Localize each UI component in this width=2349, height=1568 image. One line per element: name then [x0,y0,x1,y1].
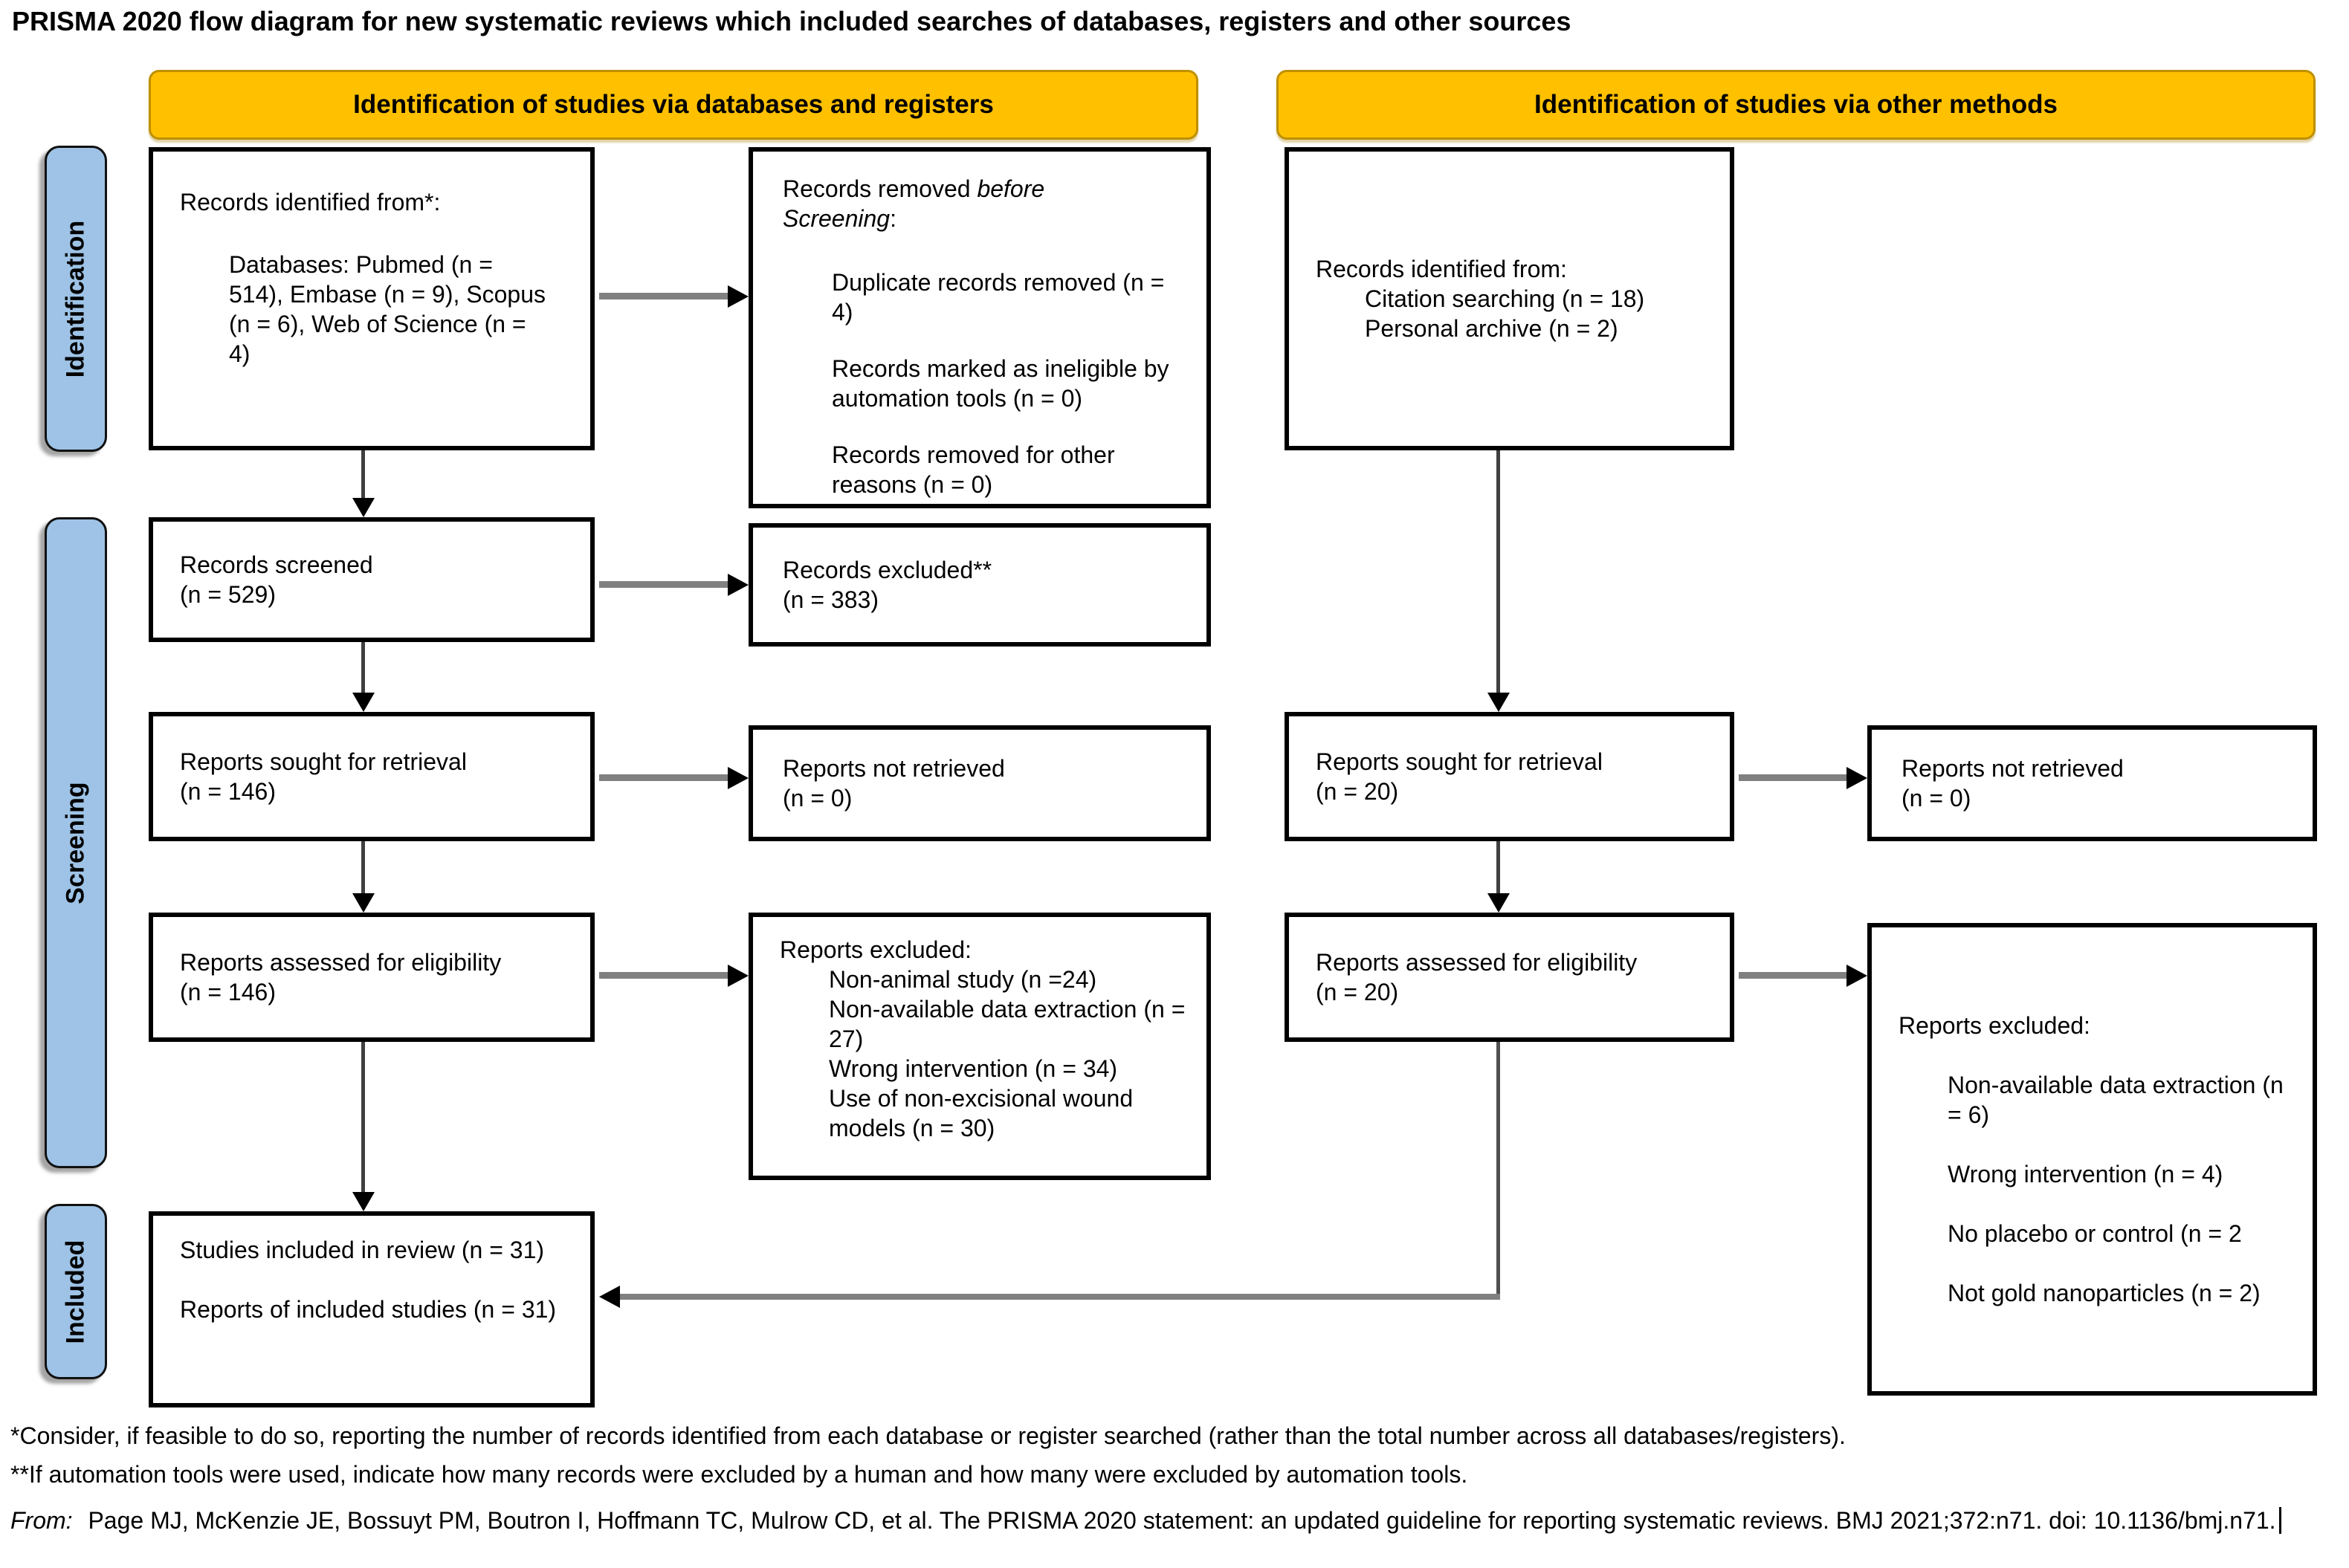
records-identified-other-title: Records identified from: [1316,256,1567,282]
studies-included-line: Studies included in review (n = 31) [180,1237,545,1263]
reports-excluded-db-item: Wrong intervention (n = 34) [829,1055,1118,1082]
box-records-identified-databases: Records identified from*: Databases: Pub… [149,147,595,450]
arrow-sought-to-not-retrieved-db [599,774,728,781]
box-reports-not-retrieved-databases: Reports not retrieved (n = 0) [749,725,1211,841]
arrow-assessed-to-included [361,1042,365,1192]
records-screened-line: (n = 529) [180,581,276,608]
stage-included: Included [45,1204,107,1379]
arrow-sought-to-assessed-other [1496,841,1500,893]
arrow-screened-to-excluded [599,581,728,588]
arrow-assessed-to-excluded-other [1739,972,1846,979]
reports-assessed-db-line: (n = 146) [180,979,276,1005]
footnote-double-asterisk: **If automation tools were used, indicat… [10,1461,1468,1488]
connector-arrowhead-left [599,1286,620,1308]
connector-other-to-included-horizontal [620,1294,1500,1300]
records-removed-title-italic1: before [977,175,1045,202]
box-reports-sought-databases: Reports sought for retrieval (n = 146) [149,712,595,841]
box-reports-assessed-other: Reports assessed for eligibility (n = 20… [1285,913,1734,1042]
reports-not-retrieved-other-line: (n = 0) [1902,785,1971,811]
records-removed-title: Records removed before Screening: [783,174,1181,233]
box-records-excluded: Records excluded** (n = 383) [749,523,1211,647]
reports-excluded-db-title: Reports excluded: [780,936,972,963]
records-removed-item: Records removed for other reasons (n = 0… [832,441,1115,498]
reports-excluded-other-item: Non-available data extraction (n = 6) [1948,1072,2284,1128]
records-excluded-line: (n = 383) [783,586,879,613]
page-title: PRISMA 2020 flow diagram for new systema… [12,6,1571,36]
citation-from-label: From: [10,1507,73,1534]
reports-excluded-db-item: Non-animal study (n =24) [829,966,1097,993]
reports-not-retrieved-db-line: (n = 0) [783,785,853,811]
arrow-identified-to-screened [361,450,365,498]
reports-sought-other-line: (n = 20) [1316,778,1399,805]
reports-sought-other-line: Reports sought for retrieval [1316,748,1603,775]
reports-excluded-other-item: Not gold nanoparticles (n = 2) [1948,1280,2261,1306]
records-removed-title-normal: Records removed [783,175,978,202]
reports-not-retrieved-db-line: Reports not retrieved [783,755,1005,782]
box-records-screened: Records screened (n = 529) [149,517,595,642]
reports-excluded-other-item: Wrong intervention (n = 4) [1948,1161,2223,1188]
reports-excluded-db-item: Use of non-excisional wound models (n = … [829,1085,1134,1141]
reports-excluded-other-title: Reports excluded: [1899,1012,2090,1039]
stage-included-label: Included [61,1240,90,1344]
footnote-asterisk: *Consider, if feasible to do so, reporti… [10,1422,1846,1449]
reports-sought-db-line: (n = 146) [180,778,276,805]
reports-assessed-other-line: (n = 20) [1316,979,1399,1005]
banner-databases-label: Identification of studies via databases … [353,90,994,119]
banner-databases-registers: Identification of studies via databases … [149,70,1198,140]
stage-identification-label: Identification [61,220,90,378]
records-identified-other-item: Citation searching (n = 18) [1365,285,1645,312]
stage-identification: Identification [45,146,107,452]
stage-screening-label: Screening [61,781,90,904]
box-reports-not-retrieved-other: Reports not retrieved (n = 0) [1867,725,2317,841]
arrow-sought-to-not-retrieved-other [1739,774,1846,781]
box-reports-sought-other: Reports sought for retrieval (n = 20) [1285,712,1734,841]
box-studies-included: Studies included in review (n = 31) Repo… [149,1211,595,1407]
studies-included-line: Reports of included studies (n = 31) [180,1296,557,1323]
box-reports-excluded-other: Reports excluded: Non-available data ext… [1867,923,2317,1396]
connector-other-to-included-vertical [1496,1042,1500,1297]
arrow-identified-other-to-sought [1496,450,1500,693]
reports-excluded-db-item: Non-available data extraction (n = 27) [829,996,1186,1052]
records-identified-db-title: Records identified from*: [180,189,441,216]
records-removed-item: Duplicate records removed (n = 4) [832,269,1165,325]
box-reports-excluded-databases: Reports excluded: Non-animal study (n =2… [749,913,1211,1180]
stage-screening: Screening [45,517,107,1168]
arrow-identified-to-removed [599,293,728,299]
records-removed-title-italic2: Screening [783,205,891,232]
banner-other-label: Identification of studies via other meth… [1534,90,2058,119]
citation-text: Page MJ, McKenzie JE, Bossuyt PM, Boutro… [81,1507,2276,1534]
arrow-sought-to-assessed-db [361,841,365,893]
reports-assessed-other-line: Reports assessed for eligibility [1316,949,1638,976]
records-screened-line: Records screened [180,551,373,578]
reports-sought-db-line: Reports sought for retrieval [180,748,467,775]
records-removed-item: Records marked as ineligible by automati… [832,355,1169,412]
box-reports-assessed-databases: Reports assessed for eligibility (n = 14… [149,913,595,1042]
reports-excluded-other-item: No placebo or control (n = 2 [1948,1220,2242,1247]
box-records-identified-other: Records identified from: Citation search… [1285,147,1734,450]
records-removed-title-colon: : [890,205,896,232]
citation: From: Page MJ, McKenzie JE, Bossuyt PM, … [10,1501,2339,1540]
records-excluded-line: Records excluded** [783,557,992,583]
arrow-assessed-to-excluded-db [599,972,728,979]
records-identified-db-body: Databases: Pubmed (n = 514), Embase (n =… [229,251,546,367]
arrow-screened-to-sought [361,642,365,693]
text-cursor [2278,1507,2281,1534]
records-identified-other-item: Personal archive (n = 2) [1365,315,1618,342]
banner-other-methods: Identification of studies via other meth… [1276,70,2316,140]
box-records-removed-before-screening: Records removed before Screening: Duplic… [749,147,1211,508]
reports-assessed-db-line: Reports assessed for eligibility [180,949,502,976]
reports-not-retrieved-other-line: Reports not retrieved [1902,755,2124,782]
